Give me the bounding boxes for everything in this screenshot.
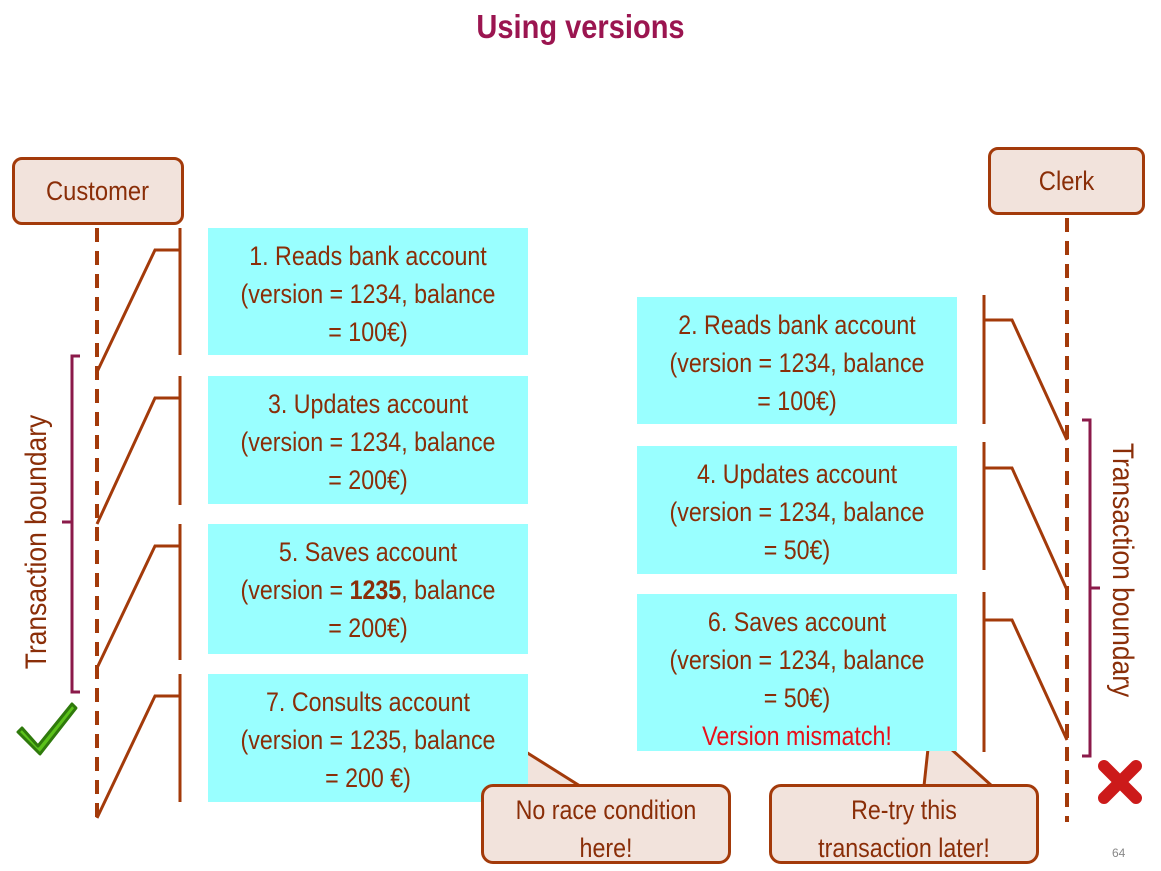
step-5-new-version: 1235 [349, 575, 402, 605]
step-2-line-2: (version = 1234, balance [669, 348, 925, 378]
step-1-line-1: 1. Reads bank account [249, 241, 487, 271]
step-1-box: 1. Reads bank account (version = 1234, b… [208, 228, 528, 355]
step-4-box: 4. Updates account (version = 1234, bala… [637, 446, 957, 574]
left-transaction-boundary-label: Transaction boundary [20, 414, 53, 670]
clerk-label: Clerk [1038, 165, 1095, 196]
step-5-line-1: 5. Saves account [278, 537, 458, 567]
step-3-line-2: (version = 1234, balance [240, 427, 496, 457]
no-race-line-1: No race condition [515, 795, 697, 825]
step-6-box: 6. Saves account (version = 1234, balanc… [637, 594, 957, 751]
clerk-actor: Clerk [988, 147, 1145, 215]
customer-actor: Customer [12, 157, 184, 225]
step-7-line-1: 7. Consults account [266, 687, 470, 717]
step-2-line-3: = 100€) [757, 386, 837, 416]
step-6-line-1: 6. Saves account [707, 607, 887, 637]
customer-label: Customer [46, 175, 150, 206]
step-5-line-2: (version = 1235, balance [230, 571, 505, 609]
customer-connectors [95, 228, 182, 819]
step-7-line-3: = 200 €) [325, 763, 411, 793]
step-4-line-3: = 50€) [763, 535, 831, 565]
red-x-icon [1098, 760, 1142, 804]
step-1-line-2: (version = 1234, balance [240, 279, 496, 309]
step-5-balance-label: , balance [401, 575, 496, 605]
retry-line-2: transaction later! [818, 833, 990, 863]
retry-callout: Re-try this transaction later! [769, 784, 1039, 864]
step-3-line-3: = 200€) [328, 465, 408, 495]
no-race-callout: No race condition here! [481, 784, 731, 864]
no-race-line-2: here! [579, 833, 633, 863]
step-3-box: 3. Updates account (version = 1234, bala… [208, 376, 528, 504]
step-4-line-1: 4. Updates account [696, 459, 898, 489]
checkmark-icon [16, 702, 78, 756]
step-2-box: 2. Reads bank account (version = 1234, b… [637, 297, 957, 424]
step-7-box: 7. Consults account (version = 1235, bal… [208, 674, 528, 802]
right-transaction-boundary-label: Transaction boundary [1106, 442, 1139, 698]
step-1-line-3: = 100€) [328, 317, 408, 347]
clerk-connectors [982, 295, 1069, 752]
step-3-line-1: 3. Updates account [267, 389, 469, 419]
step-2-line-1: 2. Reads bank account [678, 310, 916, 340]
retry-line-1: Re-try this [851, 795, 957, 825]
step-5-box: 5. Saves account (version = 1235, balanc… [208, 524, 528, 654]
step-4-line-2: (version = 1234, balance [669, 497, 925, 527]
left-transaction-brace [62, 354, 80, 694]
version-mismatch-text: Version mismatch! [702, 721, 892, 751]
page-title: Using versions [476, 8, 685, 45]
right-transaction-brace [1082, 418, 1100, 758]
step-6-line-3: = 50€) [763, 683, 831, 713]
page-number: 64 [1112, 846, 1126, 860]
step-7-line-2: (version = 1235, balance [240, 725, 496, 755]
step-5-version-prefix: (version = [240, 575, 350, 605]
step-6-line-2: (version = 1234, balance [669, 645, 925, 675]
step-5-line-3: = 200€) [328, 613, 408, 643]
